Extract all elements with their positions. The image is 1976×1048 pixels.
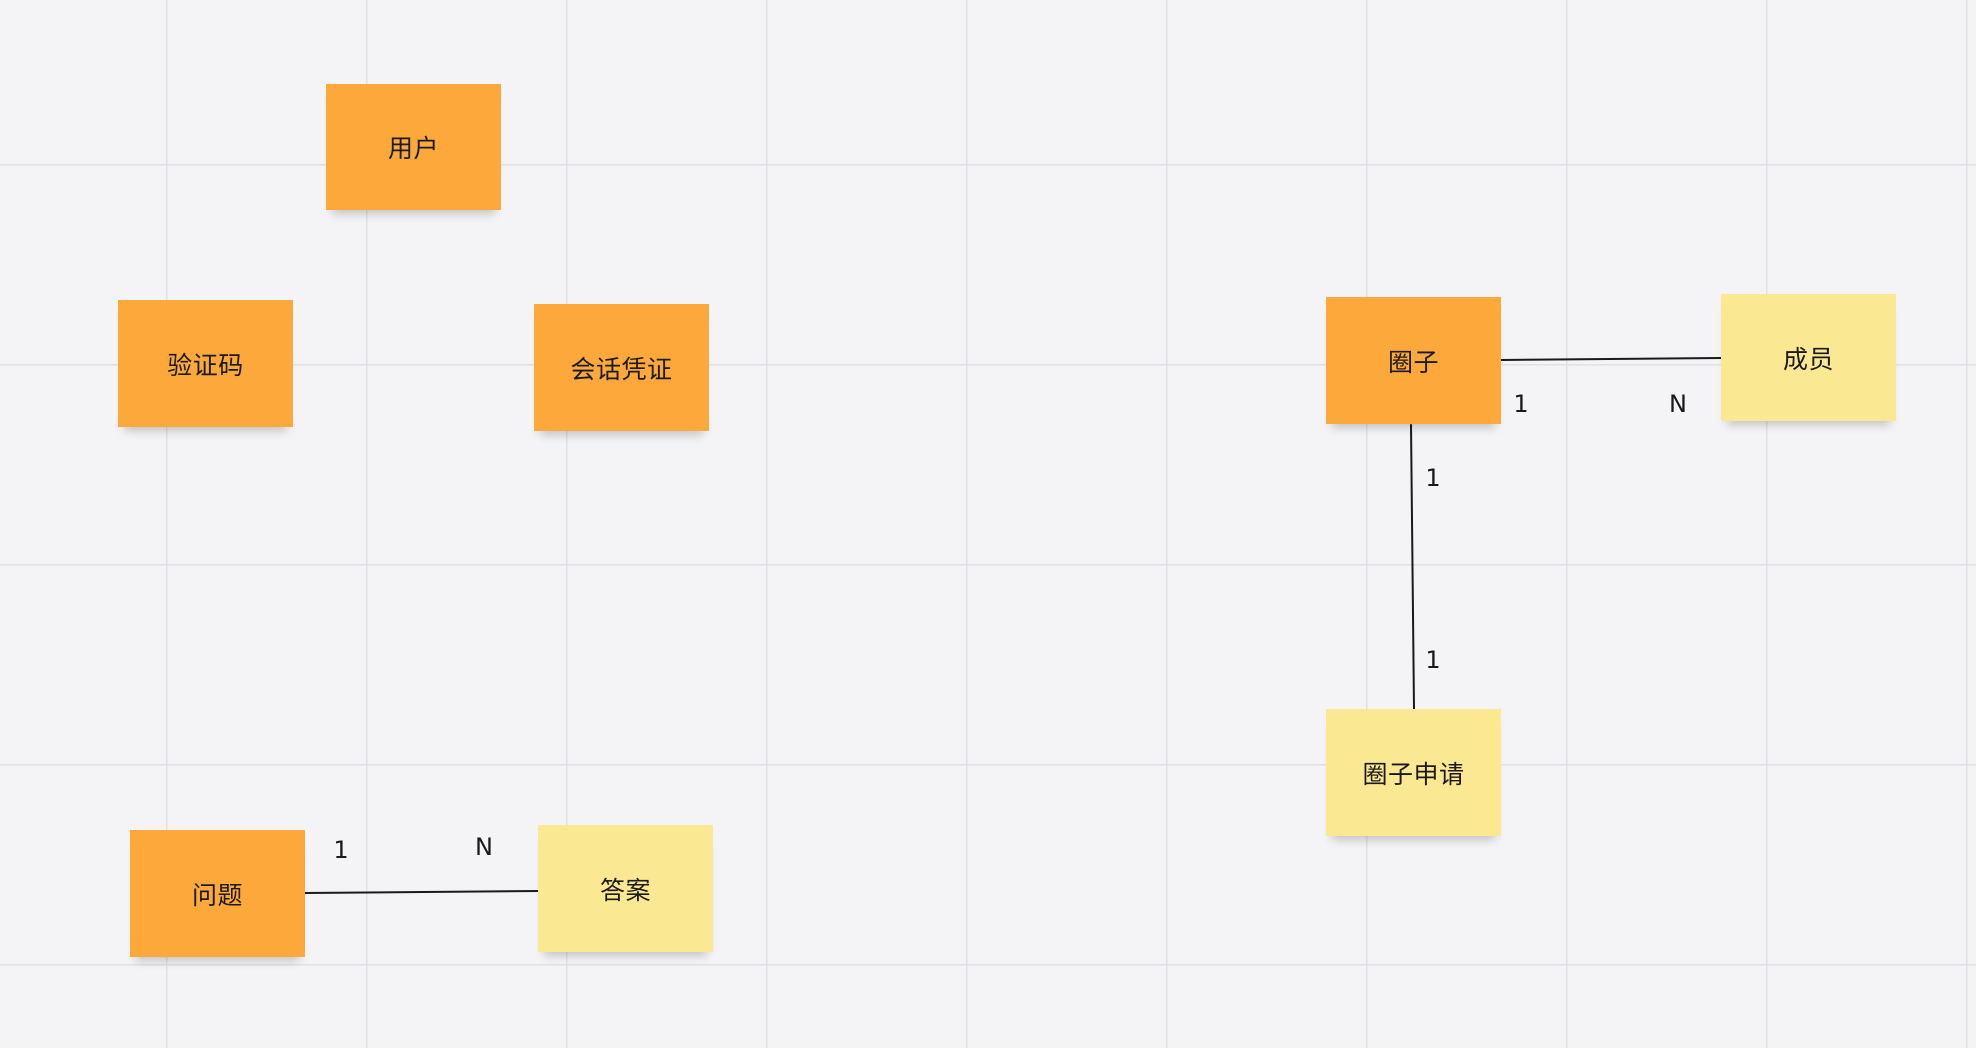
sticky-note-label: 用户 xyxy=(387,134,439,163)
sticky-note-session-credential[interactable]: 会话凭证 xyxy=(534,304,709,431)
sticky-note-label: 会话凭证 xyxy=(570,354,673,384)
cardinality-label-member-end: N xyxy=(1669,390,1687,418)
sticky-note-label: 圈子申请 xyxy=(1362,759,1465,789)
cardinality-label-application-end: 1 xyxy=(1425,646,1441,674)
sticky-note-verification-code[interactable]: 验证码 xyxy=(118,300,293,427)
sticky-note-label: 圈子 xyxy=(1387,347,1439,377)
sticky-note-label: 验证码 xyxy=(167,350,244,380)
sticky-note-circle[interactable]: 圈子 xyxy=(1326,297,1501,424)
sticky-note-answer[interactable]: 答案 xyxy=(538,825,713,952)
sticky-note-label: 问题 xyxy=(191,880,243,910)
cardinality-label-circle-end: 1 xyxy=(1513,390,1529,418)
connector-circle-member[interactable] xyxy=(1500,357,1722,361)
connector-circle-application[interactable] xyxy=(1410,424,1415,710)
sticky-note-member[interactable]: 成员 xyxy=(1721,294,1896,421)
sticky-note-circle-application[interactable]: 圈子申请 xyxy=(1326,709,1501,836)
cardinality-label-question-end: 1 xyxy=(333,836,349,864)
sticky-note-question[interactable]: 问题 xyxy=(130,830,305,957)
cardinality-label-answer-end: N xyxy=(475,833,493,861)
connector-question-answer[interactable] xyxy=(304,890,539,894)
sticky-note-label: 成员 xyxy=(1782,344,1834,374)
sticky-note-user[interactable]: 用户 xyxy=(326,84,501,210)
sticky-note-label: 答案 xyxy=(599,875,651,905)
cardinality-label-circle-end: 1 xyxy=(1425,464,1441,492)
